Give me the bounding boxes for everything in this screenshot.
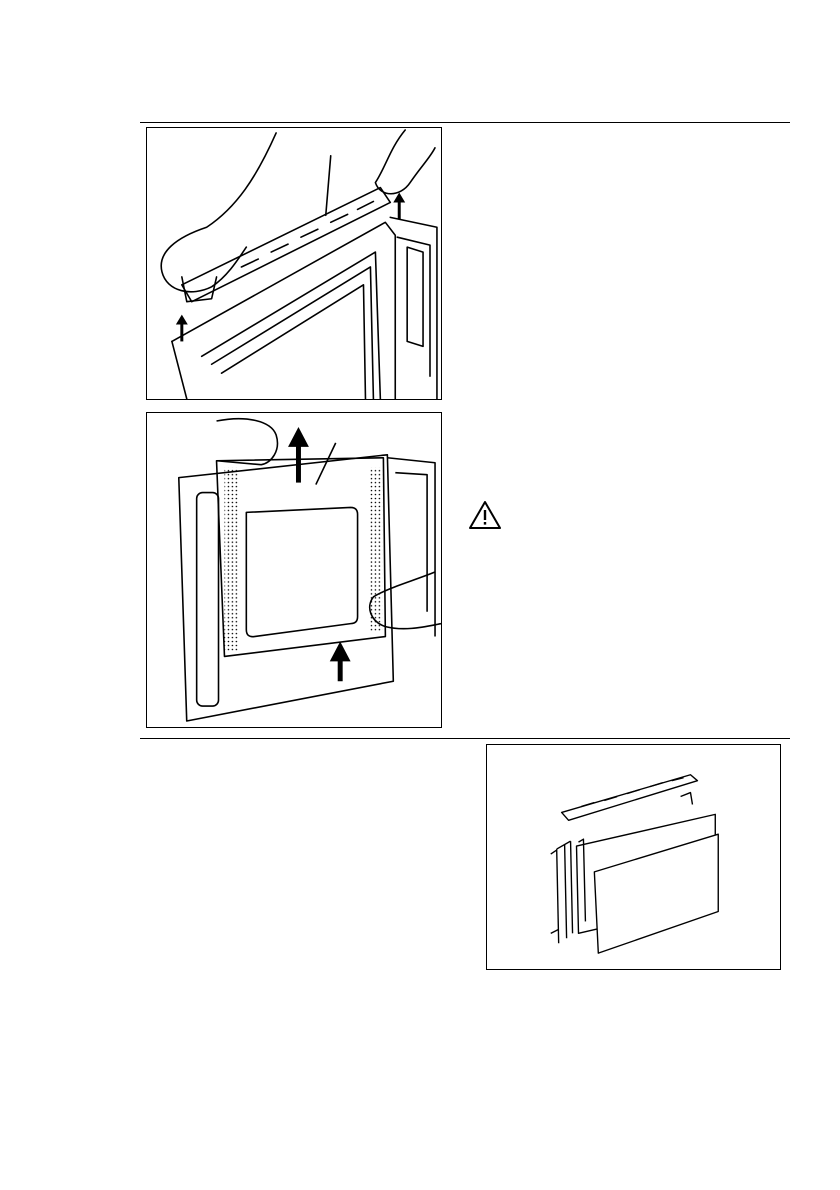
top-divider	[140, 122, 790, 123]
middle-divider	[140, 738, 790, 739]
door-top-cover-illustration	[147, 128, 441, 399]
glass-panel-removal-illustration	[147, 413, 441, 727]
warning-triangle-icon	[468, 500, 502, 530]
door-exploded-view-figure	[486, 744, 781, 970]
door-top-cover-figure	[146, 127, 442, 400]
glass-panel-removal-figure	[146, 412, 442, 728]
door-exploded-view-illustration	[487, 745, 780, 969]
